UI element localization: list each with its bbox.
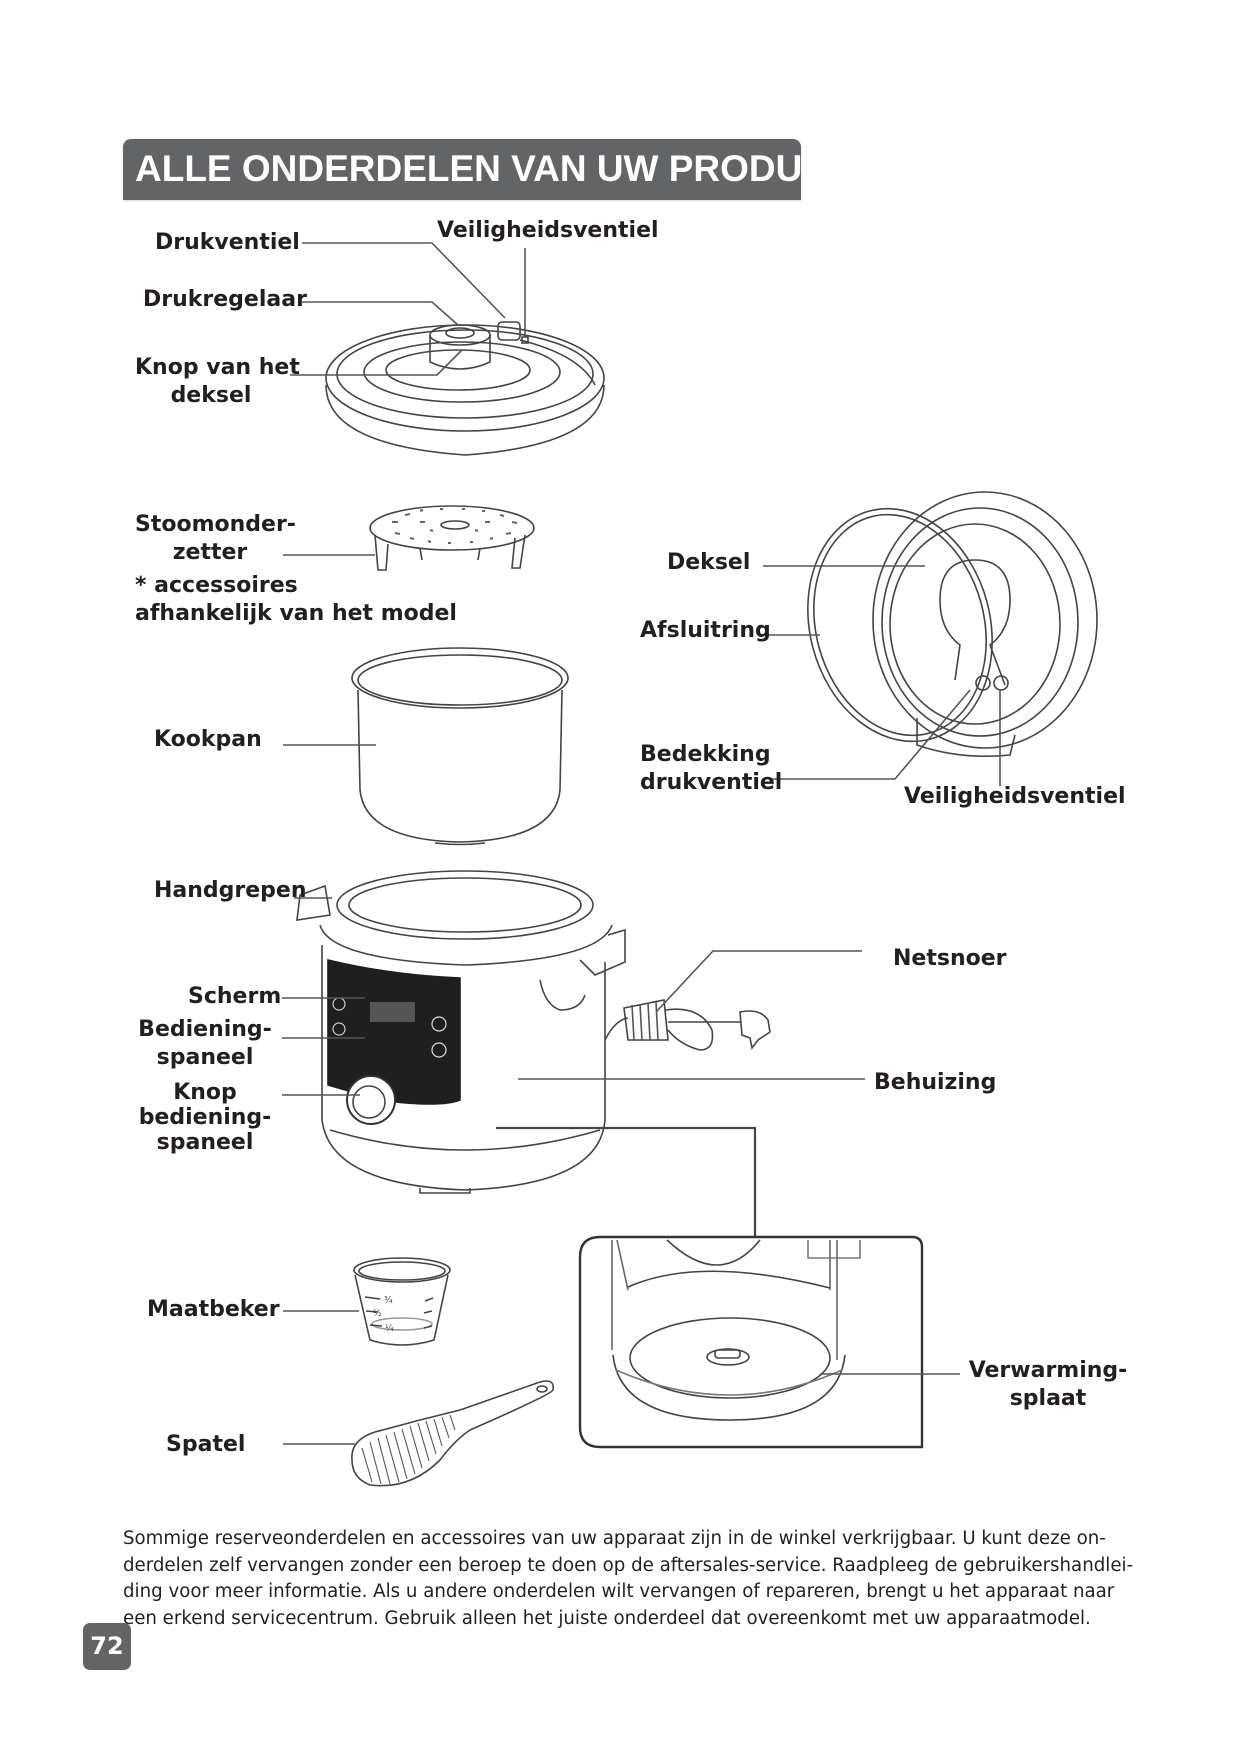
- leader-line-knop-deksel: [290, 349, 463, 376]
- label-knop-bediening-line3: spaneel: [156, 1130, 254, 1155]
- label-behuizing: Behuizing: [874, 1070, 997, 1095]
- label-bedieningspaneel-line1: Bediening-: [138, 1017, 272, 1042]
- label-verwarmingsplaat-line1: Verwarming-: [968, 1358, 1128, 1383]
- lid-illustration: [325, 321, 605, 456]
- label-knop-deksel-line1: Knop van het: [135, 355, 300, 380]
- paragraph-line: Sommige reserveonderdelen en accessoires…: [123, 1528, 1106, 1549]
- label-bedekking-line1: Bedekking: [640, 742, 771, 767]
- label-knop-bediening-line2: bediening-: [138, 1105, 272, 1130]
- label-knop-van-het-deksel: Knop van het deksel: [135, 354, 300, 410]
- cup-mark-1-2: ½: [373, 1309, 382, 1319]
- leader-line-netsnoer: [655, 950, 862, 1013]
- label-verwarmingsplaat-line2: splaat: [1009, 1386, 1087, 1411]
- leader-line-drukventiel-diag: [431, 242, 506, 319]
- label-bedieningspaneel: Bediening- spaneel: [135, 1016, 275, 1072]
- label-knop-deksel-line2: deksel: [170, 383, 252, 408]
- heating-plate-detail: [578, 1235, 924, 1449]
- label-scherm: Scherm: [188, 984, 282, 1009]
- label-bedekking-line2: drukventiel: [640, 770, 783, 795]
- label-accessoires-line1: * accessoires: [135, 573, 298, 598]
- section-title-bar: ALLE ONDERDELEN VAN UW PRODUCT: [123, 139, 852, 200]
- spare-parts-paragraph: Sommige reserveonderdelen en accessoires…: [123, 1526, 1133, 1632]
- label-verwarmingsplaat: Verwarming- splaat: [968, 1357, 1128, 1413]
- label-accessoires-note: * accessoires afhankelijk van het model: [135, 572, 457, 628]
- lid-underside-illustration: [807, 491, 1098, 757]
- steam-rack-illustration: [369, 505, 535, 571]
- label-stoomonderzetter: Stoomonder- zetter: [135, 511, 296, 567]
- label-spatel: Spatel: [166, 1432, 246, 1457]
- label-netsnoer: Netsnoer: [893, 946, 1007, 971]
- page-number: 72: [83, 1623, 131, 1670]
- label-maatbeker: Maatbeker: [147, 1297, 280, 1322]
- label-knop-bediening-line1: Knop: [173, 1080, 237, 1105]
- label-bedieningspaneel-line2: spaneel: [156, 1045, 254, 1070]
- cooker-illustration: [296, 870, 771, 1194]
- paragraph-line: derdelen zelf vervangen zonder een beroe…: [123, 1554, 1134, 1576]
- label-stoomonderzetter-line1: Stoomonder-: [135, 512, 296, 537]
- label-kookpan: Kookpan: [154, 727, 262, 752]
- cup-mark-3-4: ¾: [384, 1296, 393, 1306]
- label-drukventiel: Drukventiel: [155, 230, 300, 255]
- label-deksel: Deksel: [667, 550, 751, 575]
- label-drukregelaar: Drukregelaar: [143, 287, 307, 312]
- paragraph-line: ding voor meer informatie. Als u andere …: [123, 1581, 1115, 1602]
- label-veiligheidsventiel-top: Veiligheidsventiel: [437, 218, 659, 243]
- leader-line-detail-connector: [496, 1126, 757, 1237]
- section-title: ALLE ONDERDELEN VAN UW PRODUCT: [135, 148, 852, 189]
- label-veiligheidsventiel-right: Veiligheidsventiel: [904, 784, 1126, 809]
- leader-line-drukregelaar: [302, 301, 459, 326]
- label-stoomonderzetter-line2: zetter: [172, 540, 248, 565]
- label-handgrepen: Handgrepen: [154, 878, 307, 903]
- paragraph-line: een erkend servicecentrum. Gebruik allee…: [123, 1607, 1091, 1629]
- label-afsluitring: Afsluitring: [640, 618, 771, 643]
- cooking-pot-illustration: [351, 647, 569, 846]
- label-knop-bedieningspaneel: Knop bediening- spaneel: [135, 1080, 275, 1155]
- label-accessoires-line2: afhankelijk van het model: [135, 601, 457, 626]
- measuring-cup-illustration: [353, 1257, 451, 1346]
- leader-line-bedekking: [772, 689, 971, 780]
- cup-mark-1-4: ¼: [385, 1324, 394, 1334]
- spatula-illustration: [351, 1380, 555, 1487]
- label-bedekking-drukventiel: Bedekking drukventiel: [640, 741, 782, 797]
